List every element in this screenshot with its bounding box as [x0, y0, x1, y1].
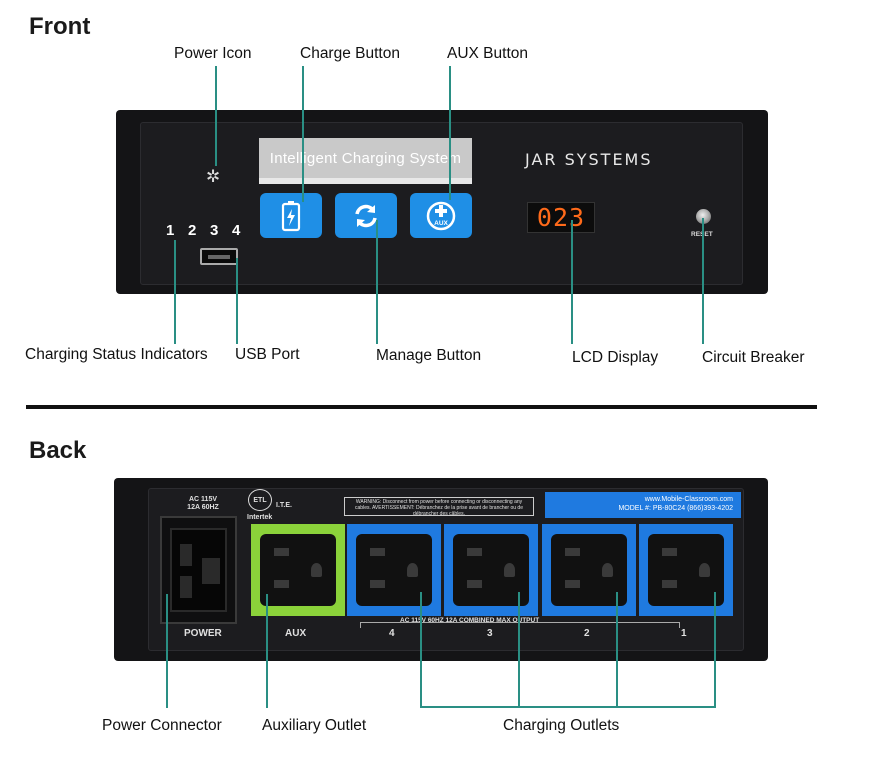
outlet-bracket — [360, 622, 680, 628]
aux-outlet[interactable] — [251, 524, 345, 616]
front-section-title: Front — [29, 13, 91, 40]
callout-charge-button: Charge Button — [300, 45, 400, 62]
etl-mark-icon: ETL — [248, 489, 272, 511]
display-strip — [259, 178, 472, 184]
status-indicator-2: 2 — [188, 222, 197, 239]
leader-power-icon — [215, 66, 217, 166]
section-divider — [26, 405, 817, 409]
outlet-number-1: 1 — [681, 628, 687, 639]
status-indicator-1: 1 — [166, 222, 175, 239]
website-text: www.Mobile-Classroom.com — [644, 496, 733, 503]
aux-icon-text: AUX — [434, 220, 448, 227]
callout-power-icon: Power Icon — [174, 45, 252, 62]
charging-outlet-1[interactable] — [639, 524, 733, 616]
leader-manage-button — [376, 220, 378, 344]
power-label: POWER — [184, 628, 222, 639]
aux-label: AUX — [285, 628, 307, 639]
intertek-label: Intertek — [247, 514, 273, 521]
power-led-icon: ✲ — [206, 167, 221, 186]
leader-lcd-display — [571, 220, 573, 344]
leader-outlet-4 — [420, 592, 422, 708]
charging-outlet-3[interactable] — [444, 524, 538, 616]
power-rating: AC 115V 12A 60HZ — [187, 496, 219, 511]
leader-auxiliary-outlet — [266, 594, 268, 708]
callout-aux-button: AUX Button — [447, 45, 528, 62]
status-indicator-3: 3 — [210, 222, 219, 239]
manage-button[interactable] — [335, 193, 397, 238]
lcd-display: 023 — [527, 202, 595, 233]
callout-usb-port: USB Port — [235, 346, 300, 363]
callout-charging-status: Charging Status Indicators — [25, 346, 208, 363]
leader-outlet-2 — [616, 592, 618, 708]
outlet-number-3: 3 — [487, 628, 493, 639]
warning-label: WARNING: Disconnect from power before co… — [344, 497, 534, 516]
intelligent-charging-display: Intelligent Charging System — [259, 138, 472, 178]
leader-outlet-1 — [714, 592, 716, 708]
charging-outlet-4[interactable] — [347, 524, 441, 616]
reset-label: RESET — [691, 231, 713, 238]
callout-power-connector: Power Connector — [102, 717, 222, 734]
outlet-number-4: 4 — [389, 628, 395, 639]
power-connector[interactable] — [160, 516, 237, 624]
leader-outlets-join — [420, 706, 716, 708]
usb-port[interactable] — [200, 248, 238, 265]
leader-charging-status — [174, 240, 176, 344]
aux-button[interactable]: AUX — [410, 193, 472, 238]
leader-charge-button — [302, 66, 304, 202]
model-info-bar: www.Mobile-Classroom.com MODEL #: PB-80C… — [545, 492, 741, 518]
refresh-arrows-icon — [355, 204, 377, 227]
leader-power-connector — [166, 594, 168, 708]
status-indicator-4: 4 — [232, 222, 241, 239]
max-output-label: AC 115V 60HZ 12A COMBINED MAX OUTPUT — [400, 617, 540, 624]
plus-circle-icon: AUX — [426, 201, 456, 230]
battery-bolt-icon — [281, 200, 301, 231]
callout-circuit-breaker: Circuit Breaker — [702, 349, 805, 366]
model-text: MODEL #: PB-80C24 (866)393-4202 — [618, 505, 733, 512]
charge-button[interactable] — [260, 193, 322, 238]
charging-outlet-2[interactable] — [542, 524, 636, 616]
reset-breaker-button[interactable] — [696, 209, 711, 224]
back-section-title: Back — [29, 437, 87, 464]
callout-lcd-display: LCD Display — [572, 349, 659, 366]
brand-logo: JAR SYSTEMS — [525, 150, 653, 169]
leader-aux-button — [449, 66, 451, 200]
callout-auxiliary-outlet: Auxiliary Outlet — [262, 717, 367, 734]
etl-ite-label: I.T.E. — [276, 502, 292, 509]
leader-usb-port — [236, 258, 238, 344]
callout-manage-button: Manage Button — [376, 347, 482, 364]
outlet-number-2: 2 — [584, 628, 590, 639]
callout-charging-outlets: Charging Outlets — [503, 717, 620, 734]
leader-circuit-breaker — [702, 218, 704, 344]
leader-outlet-3 — [518, 592, 520, 708]
